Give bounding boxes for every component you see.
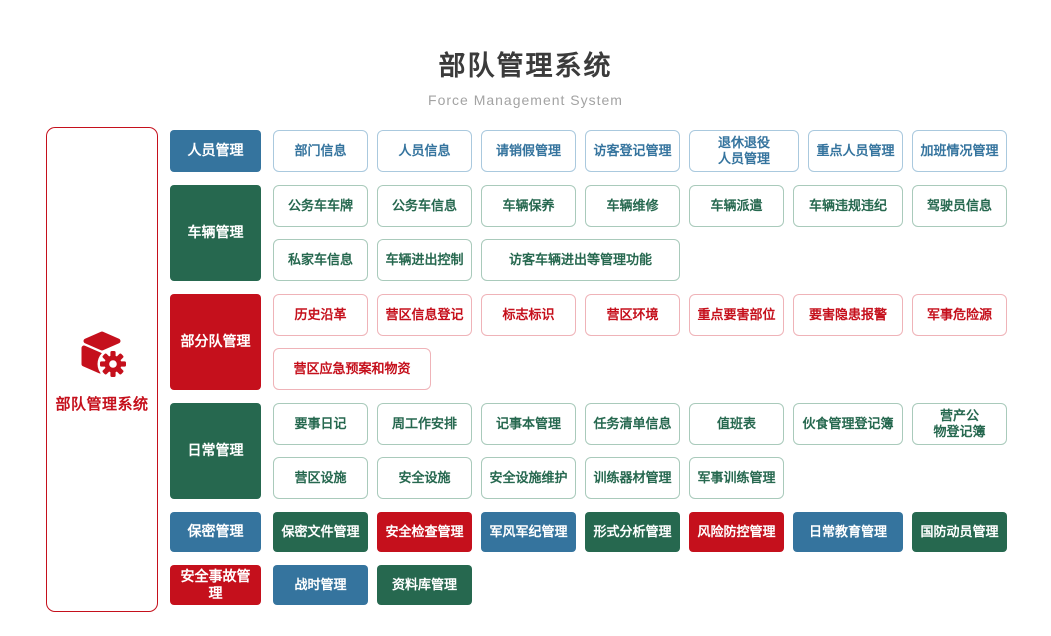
item-box: 安全设施	[377, 457, 472, 499]
item-box: 私家车信息	[273, 239, 368, 281]
item-box: 军风军纪管理	[481, 512, 576, 552]
item-box: 训练器材管理	[585, 457, 680, 499]
section-header-unit: 部分队管理	[170, 294, 261, 390]
item-box: 人员信息	[377, 130, 472, 172]
page-subtitle: Force Management System	[428, 92, 623, 108]
item-box: 车辆违规违纪	[793, 185, 903, 227]
item-box: 请销假管理	[481, 130, 576, 172]
item-box: 营产公物登记簿	[912, 403, 1007, 445]
item-box: 任务清单信息	[585, 403, 680, 445]
item-box: 国防动员管理	[912, 512, 1007, 552]
item-box: 战时管理	[273, 565, 368, 605]
page-header: 部队管理系统 Force Management System	[0, 0, 1051, 108]
item-box: 安全设施维护	[481, 457, 576, 499]
item-box: 历史沿革	[273, 294, 368, 336]
item-box: 安全检查管理	[377, 512, 472, 552]
item-box: 风险防控管理	[689, 512, 784, 552]
item-box: 重点人员管理	[808, 130, 903, 172]
item-box: 军事危险源	[912, 294, 1007, 336]
section-header-secrecy: 保密管理	[170, 512, 261, 552]
section-header-personnel: 人员管理	[170, 130, 261, 172]
item-box: 资料库管理	[377, 565, 472, 605]
root-system-label: 部队管理系统	[55, 395, 149, 413]
item-box: 公务车信息	[377, 185, 472, 227]
section-secrecy: 保密管理 保密文件管理 安全检查管理 军风军纪管理 形式分析管理 风险防控管理 …	[170, 512, 1007, 552]
cube-gear-icon	[81, 331, 129, 379]
item-box: 要害隐患报警	[793, 294, 903, 336]
section-vehicle: 车辆管理 公务车车牌 公务车信息 车辆保养 车辆维修 车辆派遣 车辆违规违纪 驾…	[170, 185, 1007, 281]
item-box: 访客登记管理	[585, 130, 680, 172]
item-box: 标志标识	[481, 294, 576, 336]
item-box: 访客车辆进出等管理功能	[481, 239, 680, 281]
item-box: 保密文件管理	[273, 512, 368, 552]
page-title: 部队管理系统	[438, 51, 613, 81]
item-box: 伙食管理登记簿	[793, 403, 903, 445]
item-box: 周工作安排	[377, 403, 472, 445]
item-box: 车辆进出控制	[377, 239, 472, 281]
item-box: 营区应急预案和物资	[273, 348, 431, 390]
item-box: 值班表	[689, 403, 784, 445]
item-box: 驾驶员信息	[912, 185, 1007, 227]
item-box: 部门信息	[273, 130, 368, 172]
section-header-daily: 日常管理	[170, 403, 261, 499]
section-personnel: 人员管理 部门信息 人员信息 请销假管理 访客登记管理 退休退役人员管理 重点人…	[170, 130, 1007, 172]
item-box: 军事训练管理	[689, 457, 784, 499]
item-box: 日常教育管理	[793, 512, 903, 552]
item-box: 营区信息登记	[377, 294, 472, 336]
item-box: 车辆保养	[481, 185, 576, 227]
item-box: 公务车车牌	[273, 185, 368, 227]
section-header-vehicle: 车辆管理	[170, 185, 261, 281]
section-unit: 部分队管理 历史沿革 营区信息登记 标志标识 营区环境 重点要害部位 要害隐患报…	[170, 294, 1007, 390]
section-header-accident: 安全事故管理	[170, 565, 261, 605]
item-box: 退休退役人员管理	[689, 130, 799, 172]
item-box: 形式分析管理	[585, 512, 680, 552]
item-box: 车辆派遣	[689, 185, 784, 227]
item-box: 记事本管理	[481, 403, 576, 445]
section-accident: 安全事故管理 战时管理 资料库管理	[170, 565, 1007, 605]
item-box: 重点要害部位	[689, 294, 784, 336]
item-box: 营区设施	[273, 457, 368, 499]
item-box: 要事日记	[273, 403, 368, 445]
root-system-box: 部队管理系统	[46, 127, 158, 612]
item-box: 营区环境	[585, 294, 680, 336]
item-box: 加班情况管理	[912, 130, 1007, 172]
item-box: 车辆维修	[585, 185, 680, 227]
sections-grid: 人员管理 部门信息 人员信息 请销假管理 访客登记管理 退休退役人员管理 重点人…	[170, 130, 1007, 605]
section-daily: 日常管理 要事日记 周工作安排 记事本管理 任务清单信息 值班表 伙食管理登记簿…	[170, 403, 1007, 499]
